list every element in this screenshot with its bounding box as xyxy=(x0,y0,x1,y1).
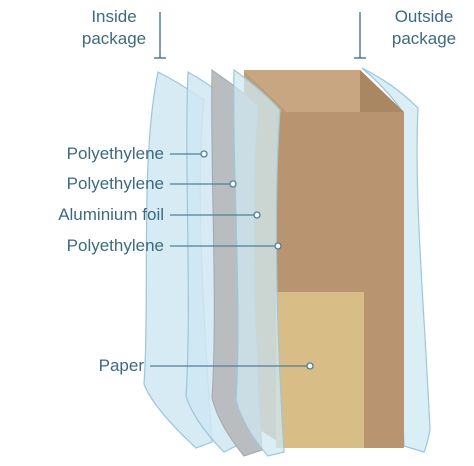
label-polyethylene-3: Polyethylene xyxy=(66,236,164,255)
inside-label-line1: Inside xyxy=(91,7,137,26)
leader-dot-5 xyxy=(306,362,314,370)
leader-dot-3 xyxy=(253,211,261,219)
polyethylene-layer-3 xyxy=(233,68,285,457)
label-polyethylene-2: Polyethylene xyxy=(66,174,164,193)
label-polyethylene-1: Polyethylene xyxy=(66,144,164,163)
label-paper: Paper xyxy=(98,356,144,375)
inside-marker xyxy=(154,12,166,59)
leader-dot-4 xyxy=(274,242,282,250)
inside-label-line2: package xyxy=(81,29,147,48)
leader-dot-1 xyxy=(200,150,208,158)
label-aluminium-foil: Aluminium foil xyxy=(58,205,164,224)
paper-front-panel xyxy=(276,292,364,448)
outside-marker xyxy=(354,12,366,59)
outside-label-line1: Outside xyxy=(394,7,454,26)
outside-package-label: Outside package xyxy=(378,6,470,50)
leader-dot-2 xyxy=(229,180,237,188)
outside-label-line2: package xyxy=(391,29,457,48)
inside-package-label: Inside package xyxy=(74,6,154,50)
